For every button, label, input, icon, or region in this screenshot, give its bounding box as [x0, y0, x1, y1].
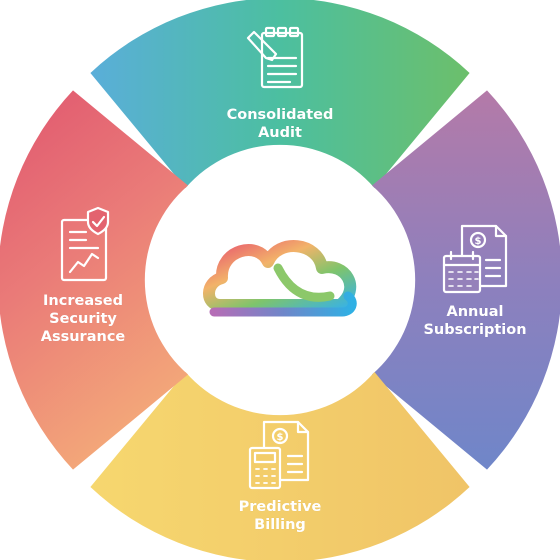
- label-line: Annual: [446, 304, 504, 320]
- label-line: Security: [49, 311, 117, 327]
- segment-label-increased-security-assurance: Increased Security Assurance: [18, 292, 148, 346]
- segment-top: [90, 0, 470, 188]
- segment-label-predictive-billing: Predictive Billing: [180, 498, 380, 534]
- invoice-calculator-icon: $: [248, 420, 310, 490]
- label-line: Predictive: [238, 499, 322, 515]
- cloud-logo-icon: [203, 240, 357, 317]
- label-line: Billing: [254, 517, 306, 533]
- svg-text:$: $: [277, 432, 284, 443]
- label-line: Increased: [43, 293, 123, 309]
- segment-label-consolidated-audit: Consolidated Audit: [180, 106, 380, 142]
- label-line: Subscription: [423, 322, 527, 338]
- label-line: Audit: [258, 125, 302, 141]
- segment-label-annual-subscription: Annual Subscription: [405, 303, 545, 339]
- security-report-icon: [60, 206, 110, 282]
- label-line: Assurance: [40, 329, 126, 345]
- label-line: Consolidated: [226, 107, 334, 123]
- invoice-calendar-icon: $: [442, 224, 508, 294]
- clipboard-pen-icon: [246, 26, 304, 89]
- svg-text:$: $: [475, 236, 482, 247]
